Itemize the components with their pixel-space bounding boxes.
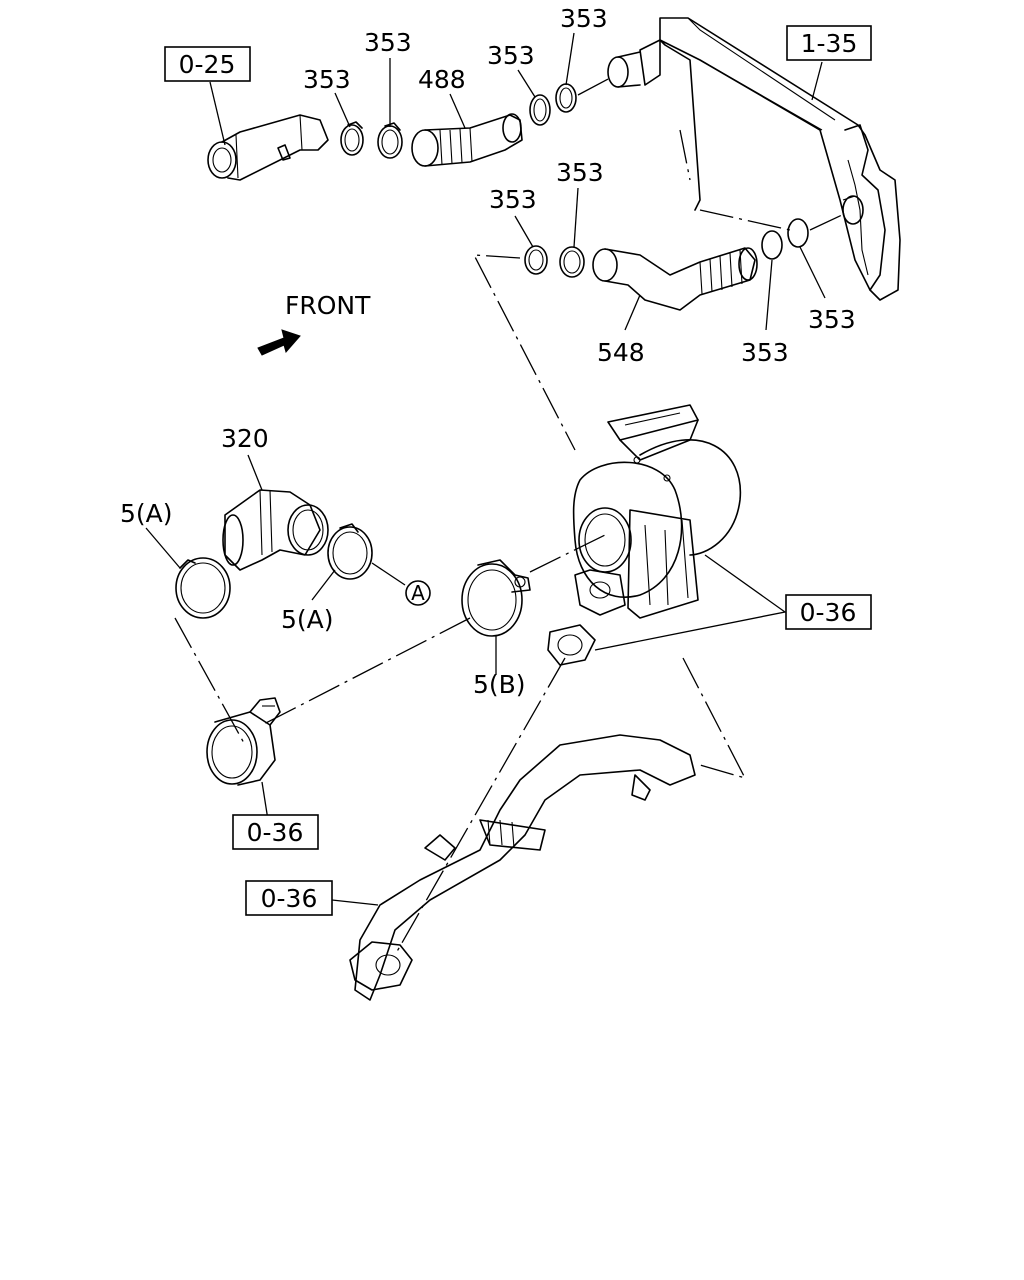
callout-5b: 5(B) [473,670,526,699]
ref-box-0-36-bottom: 0-36 [245,880,333,916]
v-band-clamp-5b [461,559,531,637]
callout-353: 353 [303,65,351,94]
ref-box-0-36-right: 0-36 [785,594,872,630]
svg-text:0-36: 0-36 [261,884,318,913]
intercooler [607,17,901,301]
inlet-adapter [206,697,281,786]
callout-353: 353 [489,185,537,214]
upper-air-duct [207,114,329,181]
callout-353: 353 [556,158,604,187]
callout-320: 320 [221,424,269,453]
hose-clamp-353-5 [524,245,548,275]
ref-box-0-25: 0-25 [164,46,251,82]
exhaust-pipe [349,734,696,1001]
ref-box-1-35: 1-35 [786,25,872,61]
callout-488: 488 [418,65,466,94]
callout-353: 353 [560,4,608,33]
svg-text:0-36: 0-36 [247,818,304,847]
hose-clamp-353-6 [559,246,585,278]
hose-548 [592,247,758,311]
hose-clamp-353-1 [340,121,364,156]
turbocharger [572,404,742,619]
hose-clamp-353-8 [787,218,809,248]
callout-353: 353 [808,305,856,334]
gasket [547,624,596,666]
leader-lines [145,32,826,906]
ref-box-0-36-left: 0-36 [232,814,319,850]
front-label: FRONT [285,291,371,320]
elbow-hose-320 [222,489,329,571]
hose-clamp-353-7 [761,230,783,260]
callout-548: 548 [597,338,645,367]
svg-text:A: A [411,581,425,605]
svg-text:0-25: 0-25 [179,50,236,79]
hose-clamp-5a-left [175,557,231,619]
callout-353: 353 [364,28,412,57]
hose-clamp-5a-right [327,523,373,580]
front-arrow-icon [257,329,301,356]
hose-488 [411,113,523,167]
callout-5a: 5(A) [281,605,334,634]
hose-clamp-353-3 [529,94,551,126]
hose-clamp-353-2 [377,122,403,159]
circle-marker-a: A [405,580,431,606]
callout-353: 353 [487,41,535,70]
callout-353: 353 [741,338,789,367]
callout-5a: 5(A) [120,499,173,528]
svg-text:0-36: 0-36 [800,598,857,627]
svg-text:1-35: 1-35 [801,29,858,58]
center-lines [174,534,747,956]
hose-clamp-353-4 [555,83,577,113]
